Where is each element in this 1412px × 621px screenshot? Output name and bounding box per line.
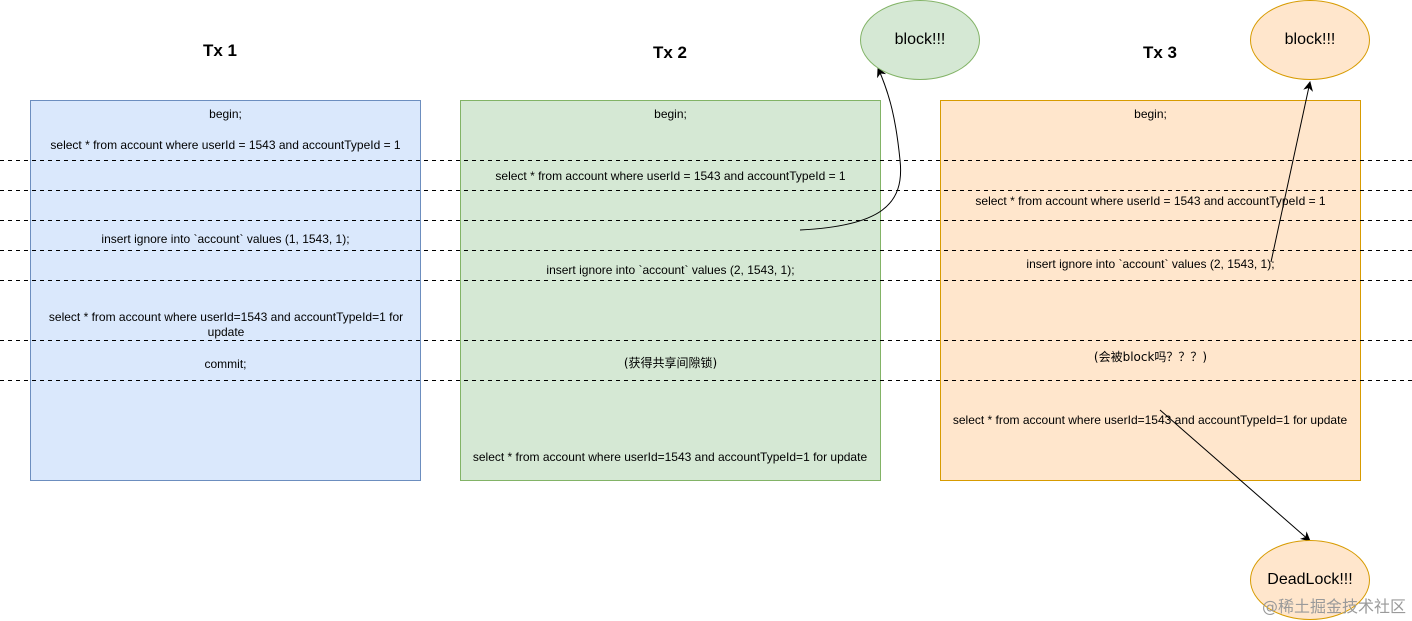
tx3-block-arrow bbox=[1270, 81, 1313, 263]
deadlock-callout: DeadLock!!! bbox=[1250, 540, 1370, 620]
tx2-title: Tx 2 bbox=[652, 43, 688, 62]
tx3-block-callout: block!!! bbox=[1250, 0, 1370, 80]
tx2-gap-lock-note: (获得共享间隙锁) bbox=[623, 356, 718, 370]
tx3-select-statement: select * from account where userId = 154… bbox=[975, 194, 1326, 208]
tx1-begin: begin; bbox=[209, 107, 242, 121]
tx2-block-callout: block!!! bbox=[860, 0, 980, 80]
tx1-box bbox=[30, 100, 421, 481]
deadlock-arrow bbox=[1159, 409, 1311, 542]
tx3-title: Tx 3 bbox=[1142, 43, 1178, 62]
tx2-begin: begin; bbox=[654, 107, 687, 121]
tx3-insert-statement: insert ignore into `account` values (2, … bbox=[1026, 257, 1275, 271]
tx3-select-for-update-statement: select * from account where userId=1543 … bbox=[952, 413, 1348, 427]
tx3-block-question-note: (会被block吗？？？) bbox=[1093, 350, 1208, 364]
tx2-block-arrow bbox=[799, 67, 902, 231]
tx2-insert-statement: insert ignore into `account` values (2, … bbox=[546, 263, 795, 277]
tx3-begin: begin; bbox=[1134, 107, 1167, 121]
watermark-text: @稀土掘金技术社区 bbox=[1261, 597, 1406, 616]
tx1-select-statement: select * from account where userId = 154… bbox=[50, 138, 401, 152]
tx1-commit: commit; bbox=[204, 357, 247, 371]
tx3-box bbox=[940, 100, 1361, 481]
time-separators bbox=[0, 160, 1412, 381]
tx2-select-statement: select * from account where userId = 154… bbox=[495, 169, 846, 183]
tx1-insert-statement: insert ignore into `account` values (1, … bbox=[101, 232, 350, 246]
tx1-title: Tx 1 bbox=[202, 41, 238, 60]
tx2-box bbox=[460, 100, 881, 481]
tx2-select-for-update-statement: select * from account where userId=1543 … bbox=[472, 450, 868, 464]
tx1-select-for-update-statement: select * from account where userId=1543 … bbox=[48, 310, 404, 339]
